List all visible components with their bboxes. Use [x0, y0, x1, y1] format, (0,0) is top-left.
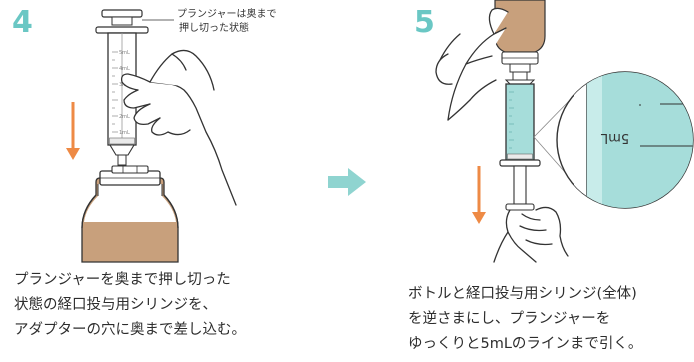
step-4-caption-line-3: アダプターの穴に奥まで差し込む。	[14, 322, 246, 338]
step-4-illustration: 5mL 4mL 3mL 2mL 1mL	[66, 9, 237, 263]
step-5-caption: ボトルと経口投与用シリンジ(全体) を逆さまにし、プランジャーを ゆっくりと5m…	[408, 282, 642, 357]
hand-4	[120, 49, 237, 206]
hand-5-top	[435, 7, 509, 121]
plunger-callout: プランジャーは奥まで 押し切った状態	[177, 8, 277, 36]
magnifier-5ml-label: 5mL	[600, 130, 629, 145]
magnifier-leader-top	[533, 97, 573, 138]
step-5-caption-line-3: ゆっくりと5mLのラインまで引く。	[408, 336, 643, 352]
step-4-caption: プランジャーを奥まで押し切った 状態の経口投与用シリンジを、 アダプターの穴に奥…	[14, 268, 246, 343]
plunger-callout-line-2: 押し切った状態	[179, 23, 249, 34]
scale-label-2ml: 2mL	[119, 114, 130, 120]
syringe-5	[499, 71, 541, 211]
bottle-4	[81, 165, 179, 263]
down-arrow-icon-step4	[66, 102, 80, 160]
step-5-caption-line-1: ボトルと経口投与用シリンジ(全体)	[408, 286, 637, 302]
step-4-caption-line-2: 状態の経口投与用シリンジを、	[14, 297, 217, 313]
magnifier-detail: 5mL	[556, 71, 694, 209]
scale-label-4ml: 4mL	[119, 66, 130, 72]
step-5-caption-line-2: を逆さまにし、プランジャーを	[408, 311, 611, 327]
step-4-caption-line-1: プランジャーを奥まで押し切った	[14, 272, 231, 288]
step-4-number: 4	[12, 5, 33, 40]
step-5-illustration: 5mL	[435, 0, 694, 263]
down-arrow-icon-step5	[472, 166, 486, 224]
next-step-arrow-icon	[328, 168, 366, 196]
scale-label-5ml: 5mL	[119, 50, 130, 56]
step-5-number: 5	[414, 5, 435, 40]
hand-5-bottom	[493, 206, 569, 263]
plunger-callout-line-1: プランジャーは奥まで	[177, 9, 277, 20]
scale-label-1ml: 1mL	[119, 130, 130, 136]
